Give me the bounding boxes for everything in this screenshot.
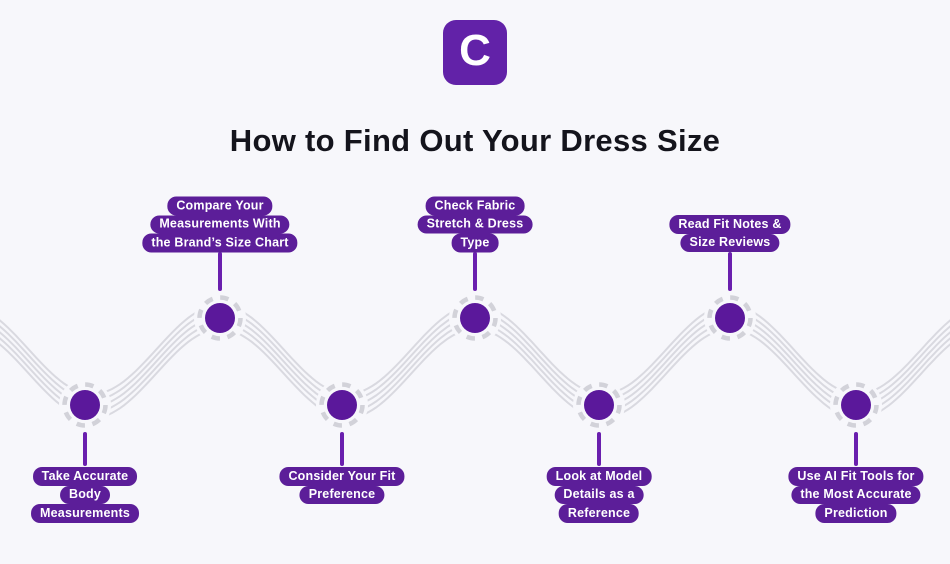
step-label-line: Measurements With: [150, 215, 290, 234]
step-label-pill: Body: [59, 485, 111, 504]
step-label-pill: Prediction: [815, 504, 897, 523]
step-label-pill: Measurements With: [150, 215, 290, 234]
node-dashed-ring-icon: [62, 382, 108, 428]
step-connector-3: [340, 432, 344, 466]
step-node-3: [316, 379, 368, 431]
step-label-line: Stretch & Dress: [417, 215, 533, 234]
step-connector-4: [473, 252, 477, 291]
step-label-pill: Size Reviews: [680, 233, 780, 252]
step-label-pill: Stretch & Dress: [417, 215, 533, 234]
step-label-pill: Look at Model: [546, 467, 652, 486]
brand-logo: C: [443, 20, 507, 85]
node-dashed-ring-icon: [197, 295, 243, 341]
step-node-5: [573, 379, 625, 431]
step-connector-5: [597, 432, 601, 466]
step-label-pill: Take Accurate: [32, 467, 138, 486]
step-connector-1: [83, 432, 87, 466]
step-label-pill: Compare Your: [167, 196, 273, 215]
step-label-pill: Read Fit Notes &: [669, 215, 791, 234]
step-label-pill: the Brand’s Size Chart: [142, 233, 298, 252]
step-connector-7: [854, 432, 858, 466]
node-dashed-ring-icon: [319, 382, 365, 428]
step-label-line: Preference: [299, 485, 385, 504]
step-label-pill: the Most Accurate: [791, 485, 921, 504]
step-label-line: Body: [59, 485, 111, 504]
step-label-pill: Measurements: [31, 504, 139, 523]
step-label-line: Compare Your: [167, 196, 273, 215]
step-label-pill: Type: [451, 233, 499, 252]
step-label-line: Consider Your Fit: [279, 467, 405, 486]
step-label-line: Read Fit Notes &: [669, 215, 791, 234]
step-label-line: Check Fabric: [425, 196, 525, 215]
step-connector-6: [728, 252, 732, 291]
step-label-line: Type: [451, 233, 499, 252]
node-dot-icon: [327, 390, 357, 420]
node-dot-icon: [460, 303, 490, 333]
step-node-2: [194, 292, 246, 344]
step-label-line: Take Accurate: [32, 467, 138, 486]
node-dashed-ring-icon: [452, 295, 498, 341]
step-label-line: Prediction: [815, 504, 897, 523]
page-title: How to Find Out Your Dress Size: [229, 123, 721, 158]
step-label-line: the Most Accurate: [791, 485, 921, 504]
step-label-line: the Brand’s Size Chart: [142, 233, 298, 252]
step-label-pill: Use AI Fit Tools for: [788, 467, 924, 486]
node-dashed-ring-icon: [833, 382, 879, 428]
step-label-pill: Preference: [299, 485, 385, 504]
brand-logo-letter: C: [459, 25, 491, 75]
step-node-1: [59, 379, 111, 431]
step-node-4: [449, 292, 501, 344]
step-label-line: Measurements: [31, 504, 139, 523]
step-label-6: Read Fit Notes &Size Reviews: [669, 215, 791, 252]
node-dot-icon: [841, 390, 871, 420]
step-label-line: Reference: [558, 504, 640, 523]
node-dashed-ring-icon: [576, 382, 622, 428]
step-label-pill: Check Fabric: [425, 196, 525, 215]
step-connector-2: [218, 252, 222, 291]
step-label-pill: Details as a: [554, 485, 644, 504]
node-dot-icon: [70, 390, 100, 420]
step-label-pill: Consider Your Fit: [279, 467, 405, 486]
step-label-line: Details as a: [554, 485, 644, 504]
node-dashed-ring-icon: [707, 295, 753, 341]
node-dot-icon: [715, 303, 745, 333]
step-label-line: Size Reviews: [680, 233, 780, 252]
step-node-6: [704, 292, 756, 344]
step-label-pill: Reference: [558, 504, 640, 523]
node-dot-icon: [584, 390, 614, 420]
step-label-line: Look at Model: [546, 467, 652, 486]
node-dot-icon: [205, 303, 235, 333]
step-node-7: [830, 379, 882, 431]
step-label-line: Use AI Fit Tools for: [788, 467, 924, 486]
